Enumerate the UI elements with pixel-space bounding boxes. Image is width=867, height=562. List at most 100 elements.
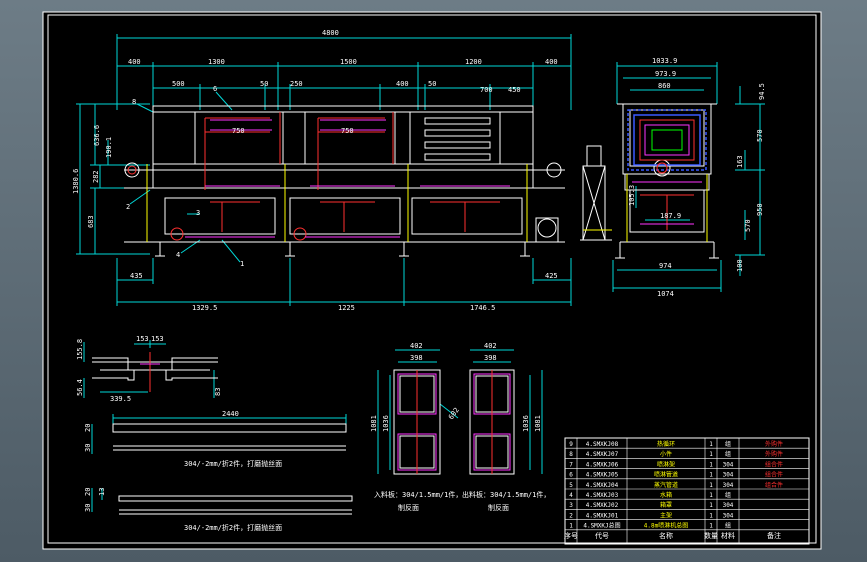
- dim-side-inner-2: 187.9: [660, 212, 681, 220]
- parts-table-cell-remark: 组合件: [765, 471, 783, 479]
- parts-table-cell-qty: 1: [709, 451, 713, 458]
- dim-sub-4: 400: [396, 80, 409, 88]
- parts-table-cell-name: 热循环: [657, 440, 675, 448]
- parts-table-cell-remark: 组合件: [765, 481, 783, 489]
- parts-table-header-code: 代号: [595, 531, 609, 540]
- front-view-dimension-text: 4800 400 1300 1500 1200 400 500 50 250 4…: [72, 29, 558, 312]
- parts-table-cell-code: 4.SMXKJ05: [586, 472, 619, 479]
- parts-table-cell-material: 组: [725, 522, 731, 530]
- parts-table-cell-material: 304: [723, 512, 734, 519]
- section-b-top-1: 402: [484, 342, 497, 350]
- section-a-note-2: 制反面: [398, 503, 419, 512]
- plate-2-note: 304/-2mm/折2件，打磨抛丝面: [184, 523, 282, 532]
- detail-views: [83, 340, 353, 515]
- parts-table-cell-material: 304: [723, 502, 734, 509]
- dim-left-3: 1380.6: [72, 169, 80, 194]
- dim-top-2: 1300: [208, 58, 225, 66]
- parts-table-cell-code: 4.SMXKJ06: [586, 461, 619, 468]
- dim-sub-7: 450: [508, 86, 521, 94]
- section-a-side-1: 1081: [370, 415, 378, 432]
- section-b-note-1: 出料板：304/1.5mm/1件，: [462, 490, 550, 499]
- parts-table-cell-name: 主架: [660, 511, 672, 519]
- parts-table-cell-no: 9: [569, 441, 573, 448]
- dim-top-5: 400: [545, 58, 558, 66]
- callout-4: 4: [176, 251, 180, 259]
- dim-sub-6: 700: [480, 86, 493, 94]
- side-view: [580, 62, 765, 292]
- dim-side-top-1: 1033.9: [652, 57, 677, 65]
- dim-top-1: 400: [128, 58, 141, 66]
- parts-table-cell-material: 304: [723, 461, 734, 468]
- dim-left-5: 683: [87, 215, 95, 228]
- dim-inner-1: 750: [232, 127, 245, 135]
- dim-side-right-6: 100: [736, 259, 744, 272]
- parts-table-cell-no: 7: [569, 461, 573, 468]
- dim-bottom-1: 435: [130, 272, 143, 280]
- side-view-dimension-text: 1033.9 973.9 860 94.5 570 163 950 570 10…: [628, 57, 766, 298]
- callout-3: 3: [196, 209, 200, 217]
- outer-border: [42, 11, 822, 550]
- parts-table-cell-no: 5: [569, 482, 573, 489]
- parts-table-cell-name: 4.8m喷淋机总图: [644, 522, 688, 530]
- dim-sub-1: 500: [172, 80, 185, 88]
- plate-1-dim-b: 20: [84, 424, 92, 432]
- parts-table-cell-name: 喷淋管道: [654, 471, 678, 479]
- front-view: [76, 34, 572, 306]
- dim-top-3: 1500: [340, 58, 357, 66]
- parts-table-cell-no: 1: [569, 523, 573, 530]
- plate-2-dim-b: 20: [84, 488, 92, 496]
- callout-1: 1: [240, 260, 244, 268]
- plate-1-dim-a: 30: [84, 444, 92, 452]
- parts-table-cell-code: 4.SMXKJ04: [586, 482, 619, 489]
- parts-table-cell-material: 304: [723, 482, 734, 489]
- parts-table-cell-remark: 外购件: [765, 450, 783, 458]
- section-a-label: 602: [447, 406, 461, 421]
- parts-table-cell-qty: 1: [709, 492, 713, 499]
- parts-table-header-qty: 数量: [704, 531, 718, 540]
- dim-top-4: 1200: [465, 58, 482, 66]
- parts-table-cell-no: 2: [569, 512, 573, 519]
- callout-2: 2: [126, 203, 130, 211]
- parts-table-cell-material: 组: [725, 450, 731, 458]
- section-b-note-2: 制反面: [488, 503, 509, 512]
- parts-table-cell-code: 4.SMXKJ07: [586, 451, 619, 458]
- parts-table-cell-name: 箱罩: [660, 501, 672, 509]
- cross-sections: [377, 349, 543, 475]
- dim-side-right-2: 570: [756, 129, 764, 142]
- dim-left-4: 282: [92, 170, 100, 183]
- dim-bottom-2: 1329.5: [192, 304, 217, 312]
- parts-table-cell-name: 喷淋架: [657, 460, 675, 468]
- parts-table-cell-code: 4.SMXKJ总图: [583, 522, 620, 530]
- section-b-side-1: 1036: [522, 415, 530, 432]
- dim-overall-width: 4800: [322, 29, 339, 37]
- parts-table-header-name: 名称: [659, 531, 673, 540]
- plate-1-length: 2440: [222, 410, 239, 418]
- parts-table-cell-name: 小件: [660, 450, 672, 458]
- parts-table-cell-name: 蒸汽管道: [654, 481, 678, 489]
- parts-table-cell-qty: 1: [709, 441, 713, 448]
- parts-table-cell-qty: 1: [709, 523, 713, 530]
- parts-table-cell-no: 4: [569, 492, 573, 499]
- plate-2-dim-a: 30: [84, 504, 92, 512]
- section-a-note-1: 入料板：304/1.5mm/1件，: [374, 490, 462, 499]
- dim-bottom-4: 1746.5: [470, 304, 495, 312]
- dim-detail-3: 153: [151, 335, 164, 343]
- dim-detail-4: 56.4: [76, 379, 84, 396]
- dim-side-right-1: 94.5: [758, 83, 766, 100]
- dim-side-inner-1: 105.3: [628, 185, 636, 206]
- parts-table-cell-qty: 1: [709, 482, 713, 489]
- section-b-top-2: 398: [484, 354, 497, 362]
- dim-side-top-3: 860: [658, 82, 671, 90]
- section-b-side-2: 1081: [534, 415, 542, 432]
- dim-detail-1: 155.8: [76, 339, 84, 360]
- dim-side-bottom-2: 1074: [657, 290, 674, 298]
- parts-table-cell-material: 组: [725, 491, 731, 499]
- dim-inner-2: 750: [341, 127, 354, 135]
- section-a-top-2: 398: [410, 354, 423, 362]
- parts-table-cell-material: 304: [723, 472, 734, 479]
- section-a-top-1: 402: [410, 342, 423, 350]
- parts-table-cell-no: 6: [569, 472, 573, 479]
- parts-table-cell-qty: 1: [709, 512, 713, 519]
- parts-table-cell-no: 3: [569, 502, 573, 509]
